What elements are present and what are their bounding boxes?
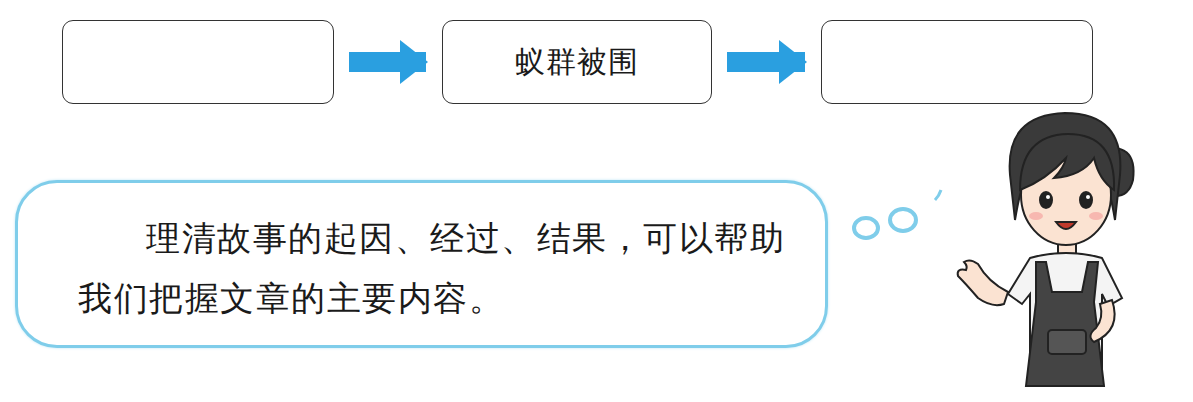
speech-bubble: 理清故事的起因、经过、结果，可以帮助我们把握文章的主要内容。 xyxy=(15,180,828,348)
block-arrow xyxy=(727,52,805,72)
box-label: 蚁群被围 xyxy=(515,42,639,83)
empty-box xyxy=(821,20,1093,104)
thought-dots xyxy=(854,190,941,238)
block-arrow xyxy=(349,52,426,72)
girl xyxy=(958,113,1134,386)
tip-text: 理清故事的起因、经过、结果，可以帮助我们把握文章的主要内容。 xyxy=(78,209,789,329)
process-box: 蚁群被围 xyxy=(442,20,712,104)
empty-box xyxy=(62,20,334,104)
